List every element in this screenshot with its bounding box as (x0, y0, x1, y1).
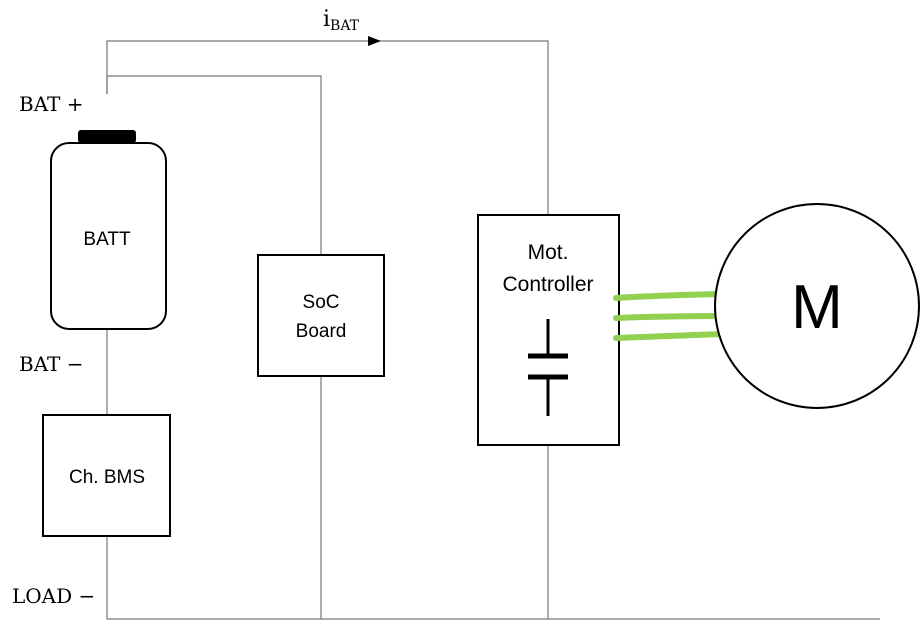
bms-block: Ch. BMS (42, 414, 171, 537)
motor-controller-label-line2: Controller (502, 273, 593, 296)
motor-controller-block: Mot. Controller (477, 214, 620, 446)
bms-box (42, 414, 171, 537)
motor: M (714, 203, 920, 409)
soc-board-block: SoC Board (257, 254, 385, 377)
motor-controller-label-line1: Mot. (528, 241, 569, 264)
motor-label: M (791, 273, 843, 342)
battery-body (50, 142, 167, 330)
motor-phase-wires (613, 291, 727, 341)
phase-wire-b (613, 313, 725, 321)
motor-circle (714, 203, 920, 409)
wires (106, 40, 880, 620)
battery-label: BATT (83, 229, 131, 250)
capacitor-symbol (528, 319, 568, 416)
load-minus-label: LOAD − (12, 584, 95, 608)
phase-wire-a (613, 291, 727, 301)
soc-board-label-line2: Board (296, 321, 347, 342)
bat-plus-label: BAT + (19, 92, 84, 116)
battery: BATT (50, 130, 167, 330)
wire-top-to-soc (107, 75, 322, 255)
soc-board-box (257, 254, 385, 377)
current-arrow (368, 36, 381, 46)
bat-minus-label: BAT − (19, 352, 84, 376)
wire-top-to-controller (106, 40, 549, 215)
current-label: iBAT (323, 7, 360, 34)
bms-label: Ch. BMS (69, 467, 145, 488)
phase-wire-c (613, 331, 725, 341)
wire-bottom-return (106, 536, 880, 620)
soc-board-label-line1: SoC (303, 292, 340, 313)
battery-terminal-cap (78, 130, 136, 143)
